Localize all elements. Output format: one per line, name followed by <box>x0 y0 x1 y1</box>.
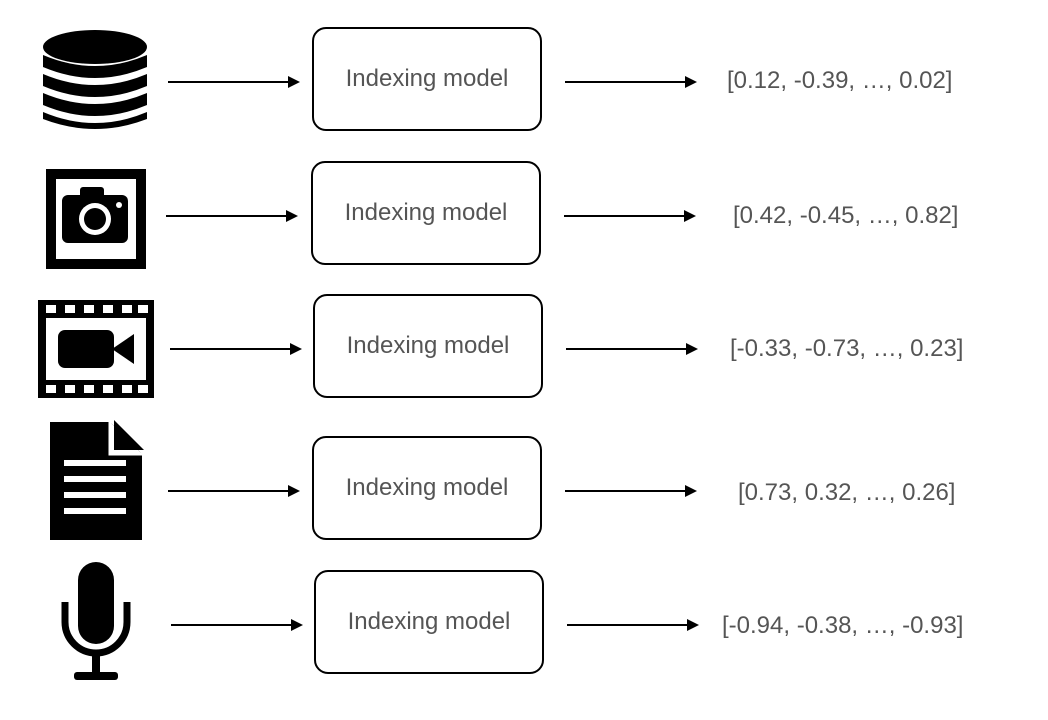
indexing-model-label: Indexing model <box>345 474 509 501</box>
microphone-icon <box>61 562 131 680</box>
indexing-model-box: Indexing model <box>313 294 543 398</box>
indexing-model-box: Indexing model <box>314 570 544 674</box>
indexing-model-label: Indexing model <box>345 65 509 92</box>
pipeline-row-document: Indexing model [0.73, 0.32, …, 0.26] <box>0 420 1048 546</box>
input-arrow <box>168 485 300 497</box>
indexing-model-label: Indexing model <box>344 199 508 226</box>
indexing-model-label: Indexing model <box>347 608 511 635</box>
embedding-vector: [0.12, -0.39, …, 0.02] <box>727 67 953 94</box>
embedding-vector: [0.73, 0.32, …, 0.26] <box>738 479 956 506</box>
embedding-vector: [0.42, -0.45, …, 0.82] <box>733 202 959 229</box>
input-arrow <box>168 76 300 88</box>
input-arrow <box>171 619 303 631</box>
database-icon <box>43 30 147 129</box>
pipeline-row-image: Indexing model [0.42, -0.45, …, 0.82] <box>0 161 1048 271</box>
output-arrow <box>564 210 696 222</box>
pipeline-row-video: Indexing model [-0.33, -0.73, …, 0.23] <box>0 294 1048 404</box>
output-arrow <box>567 619 699 631</box>
output-arrow <box>565 76 697 88</box>
indexing-model-box: Indexing model <box>312 27 542 131</box>
embedding-vector: [-0.94, -0.38, …, -0.93] <box>722 612 964 639</box>
indexing-model-box: Indexing model <box>311 161 541 265</box>
pipeline-row-database: Indexing model [0.12, -0.39, …, 0.02] <box>0 27 1048 137</box>
image-icon <box>46 169 146 269</box>
embedding-vector: [-0.33, -0.73, …, 0.23] <box>730 335 964 362</box>
document-icon <box>50 420 144 540</box>
output-arrow <box>566 343 698 355</box>
input-arrow <box>166 210 298 222</box>
input-arrow <box>170 343 302 355</box>
indexing-model-box: Indexing model <box>312 436 542 540</box>
pipeline-row-audio: Indexing model [-0.94, -0.38, …, -0.93] <box>0 562 1048 680</box>
video-icon <box>38 300 154 398</box>
output-arrow <box>565 485 697 497</box>
indexing-model-label: Indexing model <box>346 332 510 359</box>
